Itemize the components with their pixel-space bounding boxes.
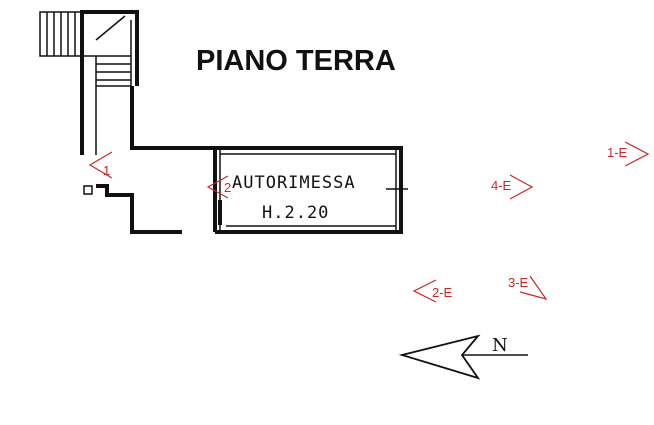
- walls: [83, 86, 408, 234]
- marker-4-e-label: 4-E: [491, 178, 512, 193]
- marker-1-e: 1-E: [607, 141, 650, 167]
- north-label: N: [492, 335, 508, 356]
- marker-2: 2: [206, 175, 231, 199]
- marker-2-e-label: 2-E: [432, 285, 453, 300]
- marker-1: 1: [88, 151, 113, 179]
- north-arrow: N: [398, 334, 528, 380]
- marker-1-label: 1: [103, 163, 110, 178]
- marker-2-e: 2-E: [412, 279, 453, 303]
- marker-3-e-label: 3-E: [508, 275, 529, 290]
- staircase: [39, 10, 139, 155]
- marker-1-e-label: 1-E: [607, 145, 628, 160]
- plan-title: PIANO TERRA: [196, 45, 396, 77]
- marker-4-e: 4-E: [491, 174, 534, 200]
- room-name: AUTORIMESSA: [232, 173, 356, 193]
- room-height: H.2.20: [262, 203, 329, 223]
- marker-3-e: 3-E: [508, 275, 548, 301]
- marker-2-label: 2: [224, 180, 231, 195]
